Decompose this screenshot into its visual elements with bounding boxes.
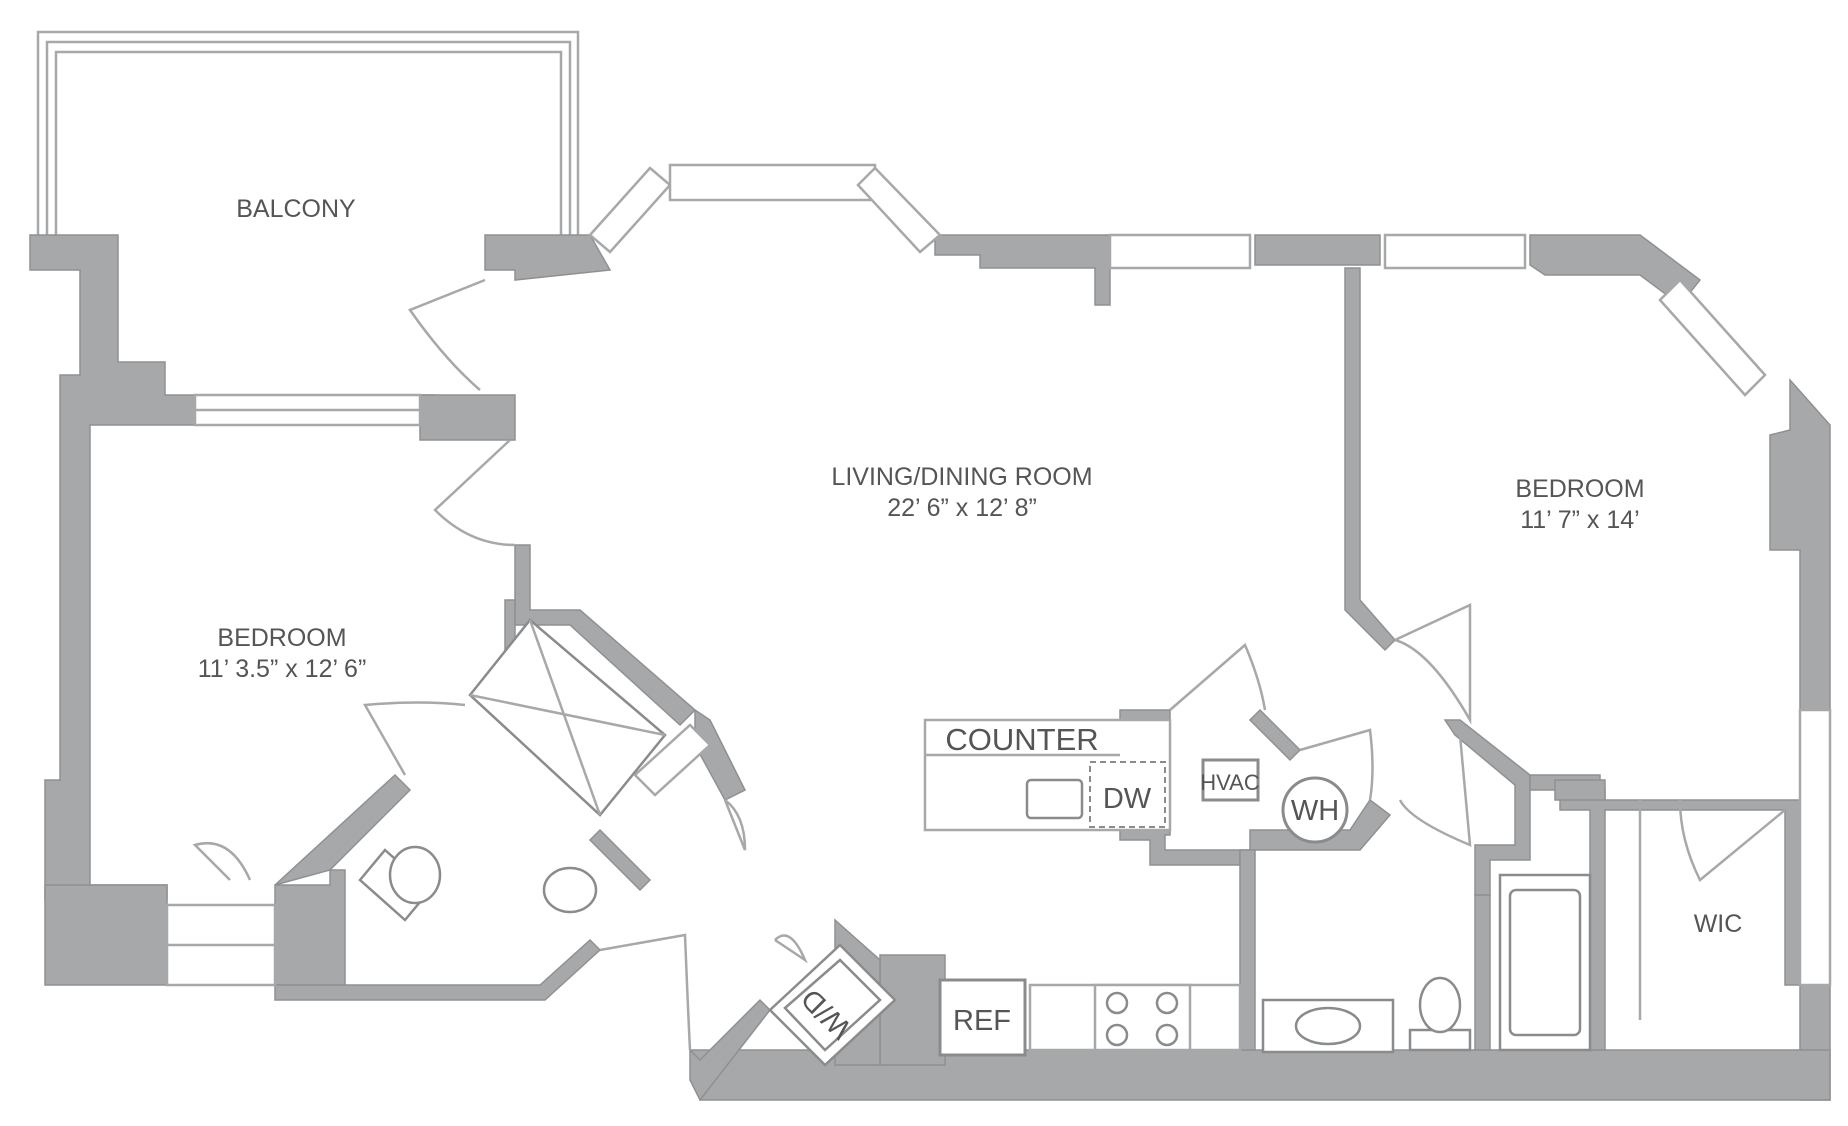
refrigerator-label: REF	[953, 1005, 1011, 1037]
left-bath-fixtures	[165, 618, 712, 987]
walk-in-closet-label: WIC	[1694, 910, 1743, 938]
counter-label: COUNTER	[945, 722, 1098, 757]
doors	[192, 278, 1786, 1051]
water-heater-label: WH	[1291, 795, 1339, 827]
mechanical: HVAC WH	[1200, 758, 1349, 844]
right-bath-fixtures	[1261, 873, 1592, 1054]
bedroom-left-dimensions: 11’ 3.5” x 12’ 6”	[198, 655, 367, 683]
bedroom-right-name: BEDROOM	[1515, 475, 1644, 503]
dishwasher-label: DW	[1103, 783, 1152, 815]
bedroom-left-name: BEDROOM	[217, 624, 346, 652]
kitchen: COUNTER DW REF	[923, 718, 1242, 1057]
living-room-name: LIVING/DINING ROOM	[831, 463, 1092, 491]
laundry: W/D	[768, 943, 897, 1067]
windows	[193, 163, 1832, 987]
living-room-dimensions: 22’ 6” x 12’ 8”	[887, 494, 1037, 522]
hvac-label: HVAC	[1200, 770, 1260, 795]
balcony-label: BALCONY	[236, 195, 356, 223]
bedroom-right-dimensions: 11’ 7” x 14’	[1520, 506, 1640, 534]
balcony-railing	[36, 30, 580, 235]
room-labels: BALCONY LIVING/DINING ROOM 22’ 6” x 12’ …	[198, 195, 1743, 938]
